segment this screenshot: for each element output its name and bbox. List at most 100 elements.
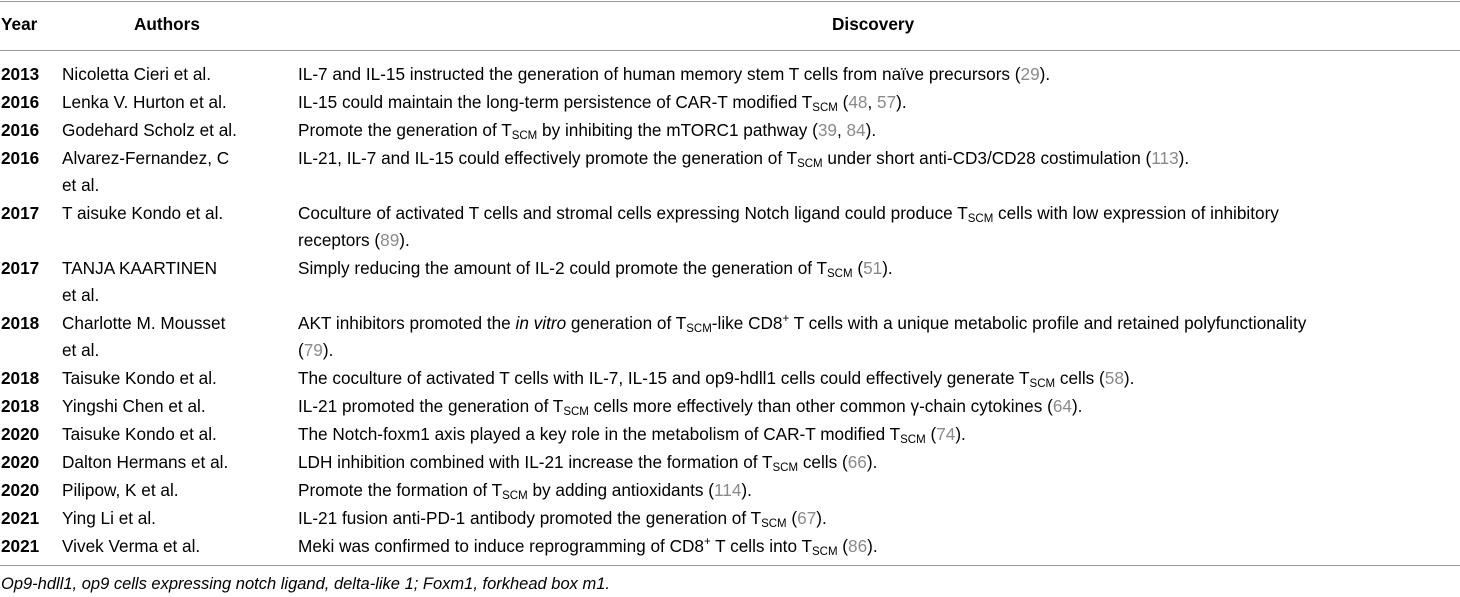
reference-link[interactable]: 113	[1151, 148, 1179, 168]
cell-authors: et al.	[62, 285, 100, 305]
reference-link[interactable]: 84	[846, 120, 866, 140]
discovery-text: cells (	[1055, 368, 1105, 388]
discovery-text: The Notch-foxm1 axis played a key role i…	[298, 424, 901, 444]
rule-bottom	[0, 565, 1460, 566]
cell-authors: Nicoletta Cieri et al.	[62, 64, 212, 84]
cell-discovery: receptors (89).	[298, 227, 410, 254]
discovery-text: cells more effectively than other common…	[588, 396, 1053, 416]
superscript-plus: +	[703, 536, 711, 548]
cell-year: 2018	[1, 368, 40, 388]
cell-discovery: The Notch-foxm1 axis played a key role i…	[298, 421, 966, 448]
cell-discovery: LDH inhibition combined with IL-21 incre…	[298, 449, 877, 476]
discovery-text: ).	[1071, 396, 1083, 416]
subscript-scm: SCM	[967, 213, 994, 225]
discovery-text: IL-21 promoted the generation of T	[298, 396, 564, 416]
reference-link[interactable]: 57	[877, 92, 897, 112]
discovery-text: cells (	[798, 452, 848, 472]
discovery-text: The coculture of activated T cells with …	[298, 368, 1030, 388]
cell-year: 2020	[1, 452, 40, 472]
cell-discovery: IL-7 and IL-15 instructed the generation…	[298, 61, 1050, 88]
discovery-text: IL-15 could maintain the long-term persi…	[298, 92, 813, 112]
subscript-scm: SCM	[686, 323, 712, 335]
reference-link[interactable]: 39	[817, 120, 837, 140]
discovery-text: by inhibiting the mTORC1 pathway (	[537, 120, 818, 140]
reference-link[interactable]: 48	[848, 92, 868, 112]
discovery-text: (	[837, 92, 849, 112]
reference-link[interactable]: 86	[848, 536, 868, 556]
italic-text: in vitro	[515, 313, 567, 333]
cell-discovery: (79).	[298, 337, 333, 364]
cell-discovery: IL-21 promoted the generation of TSCM ce…	[298, 393, 1082, 420]
reference-link[interactable]: 64	[1052, 396, 1072, 416]
cell-discovery: IL-21 fusion anti-PD-1 antibody promoted…	[298, 505, 827, 532]
discovery-text: ,	[836, 120, 847, 140]
rule-top	[0, 1, 1460, 2]
cell-authors: Ying Li et al.	[62, 508, 156, 528]
discovery-text: AKT inhibitors promoted the	[298, 313, 516, 333]
discovery-text: Coculture of activated T cells and strom…	[298, 203, 968, 223]
subscript-scm: SCM	[761, 518, 787, 530]
cell-authors: Vivek Verma et al.	[62, 536, 201, 556]
cell-year: 2013	[1, 64, 40, 84]
reference-link[interactable]: 89	[380, 230, 400, 250]
subscript-scm: SCM	[772, 462, 799, 474]
discovery-text: ,	[867, 92, 878, 112]
discovery-text: (	[837, 536, 849, 556]
cell-year: 2016	[1, 92, 40, 112]
reference-link[interactable]: 74	[936, 424, 956, 444]
cell-discovery: Promote the formation of TSCM by adding …	[298, 477, 752, 504]
reference-link[interactable]: 66	[847, 452, 867, 472]
discovery-text: under short anti-CD3/CD28 costimulation …	[822, 148, 1152, 168]
reference-link[interactable]: 114	[714, 480, 742, 500]
table-footnote: Op9-hdll1, op9 cells expressing notch li…	[1, 575, 610, 593]
cell-authors: Pilipow, K et al.	[62, 480, 179, 500]
cell-authors: Dalton Hermans et al.	[62, 452, 229, 472]
cell-year: 2016	[1, 148, 40, 168]
cell-year: 2020	[1, 480, 40, 500]
discovery-text: ).	[1039, 64, 1051, 84]
cell-discovery: IL-21, IL-7 and IL-15 could effectively …	[298, 145, 1189, 172]
cell-authors: Taisuke Kondo et al.	[62, 424, 217, 444]
cell-year: 2020	[1, 424, 40, 444]
subscript-scm: SCM	[563, 406, 589, 418]
reference-link[interactable]: 58	[1104, 368, 1124, 388]
discovery-text: ).	[866, 452, 878, 472]
discovery-text: ).	[1178, 148, 1190, 168]
cell-authors: Charlotte M. Mousset	[62, 313, 226, 333]
subscript-scm: SCM	[812, 102, 838, 114]
reference-link[interactable]: 51	[863, 258, 883, 278]
discovery-text: (	[925, 424, 937, 444]
discovery-text: Promote the formation of T	[298, 480, 503, 500]
discovery-text: ).	[896, 92, 907, 112]
header-discovery: Discovery	[832, 14, 915, 34]
discovery-text: ).	[882, 258, 893, 278]
discovery-text: ).	[867, 536, 878, 556]
discovery-text: -like CD8	[711, 313, 783, 333]
cell-authors: et al.	[62, 340, 100, 360]
cell-authors: Alvarez-Fernandez, C	[62, 148, 230, 168]
reference-link[interactable]: 67	[797, 508, 817, 528]
discovery-text: T cells with a unique metabolic profile …	[789, 313, 1307, 333]
subscript-scm: SCM	[827, 268, 853, 280]
rule-header	[0, 50, 1460, 51]
reference-link[interactable]: 79	[303, 340, 323, 360]
cell-authors: et al.	[62, 175, 100, 195]
reference-link[interactable]: 29	[1020, 64, 1040, 84]
header-year: Year	[1, 14, 38, 34]
cell-discovery: Simply reducing the amount of IL-2 could…	[298, 255, 893, 282]
cell-authors: Lenka V. Hurton et al.	[62, 92, 227, 112]
discovery-text: Meki was confirmed to induce reprogrammi…	[298, 536, 704, 556]
cell-authors: TANJA KAARTINEN	[62, 258, 218, 278]
discovery-text: ).	[955, 424, 966, 444]
discovery-text: ).	[816, 508, 827, 528]
subscript-scm: SCM	[900, 434, 926, 446]
discovery-text: IL-21, IL-7 and IL-15 could effectively …	[298, 148, 798, 168]
discovery-text: T cells into T	[710, 536, 812, 556]
cell-authors: Taisuke Kondo et al.	[62, 368, 217, 388]
cell-authors: Godehard Scholz et al.	[62, 120, 237, 140]
discovery-text: Promote the generation of T	[298, 120, 512, 140]
cell-year: 2018	[1, 396, 40, 416]
subscript-scm: SCM	[511, 130, 538, 142]
cell-year: 2016	[1, 120, 40, 140]
discovery-text: IL-7 and IL-15 instructed the generation…	[298, 64, 1021, 84]
